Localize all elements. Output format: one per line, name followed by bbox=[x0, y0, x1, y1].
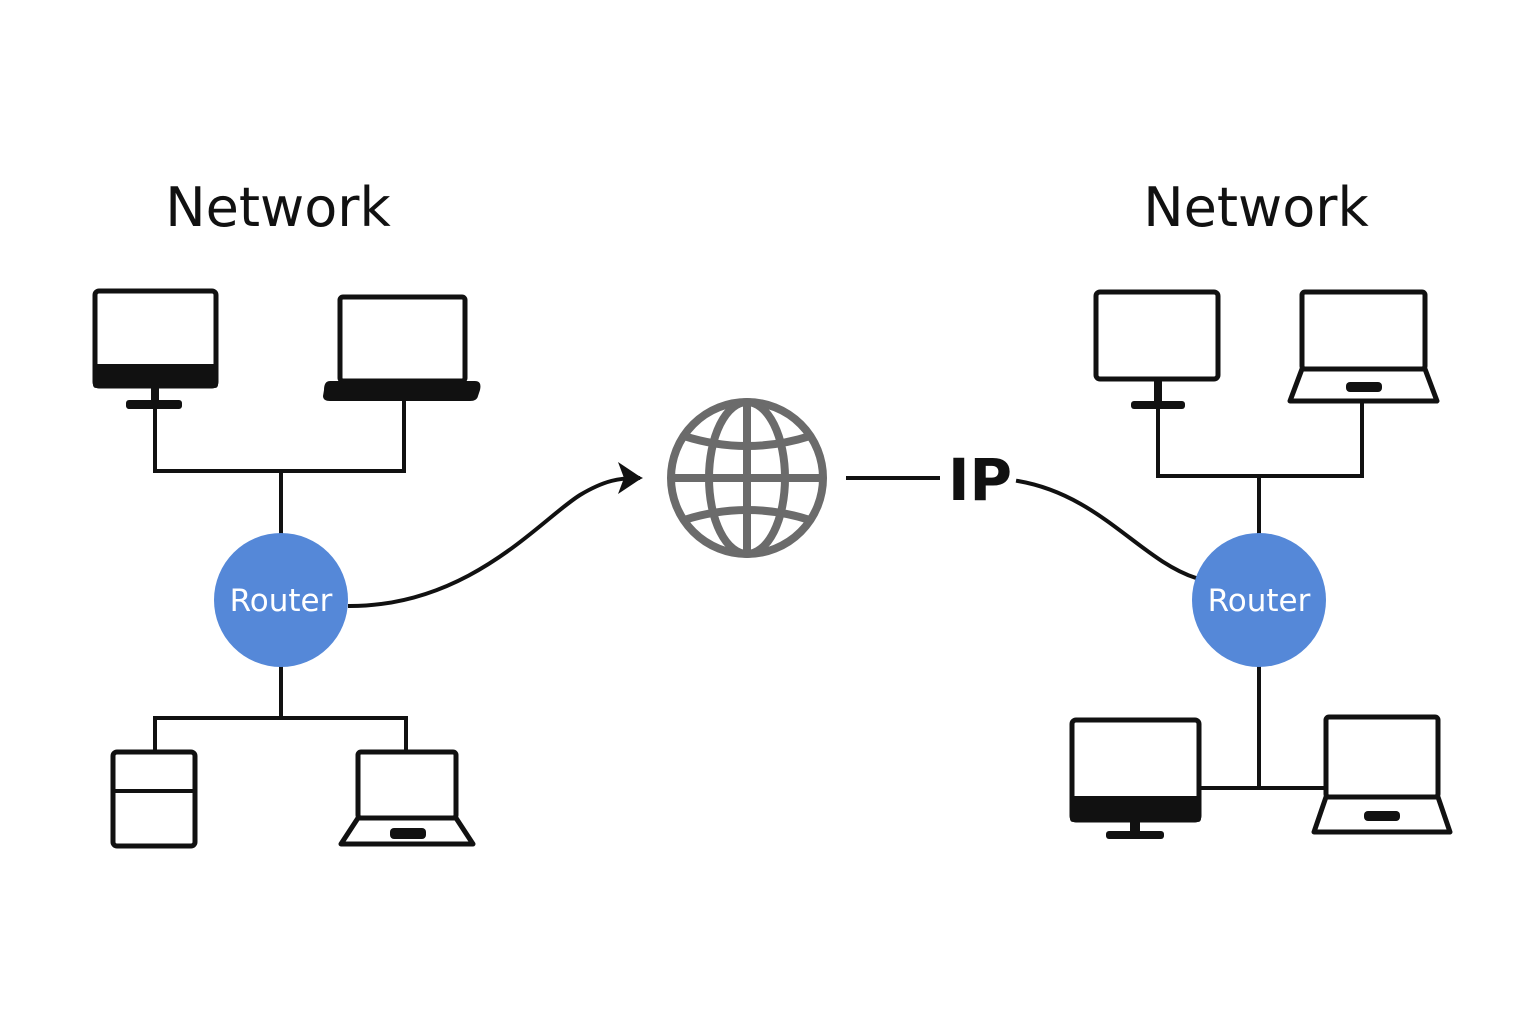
left-bottom-wire bbox=[153, 716, 408, 754]
internet: IP bbox=[347, 398, 1199, 609]
desktop-monitor-icon bbox=[1069, 717, 1202, 839]
outbound-link-arrow bbox=[347, 473, 643, 609]
right-router: Router bbox=[1192, 533, 1326, 667]
router-node bbox=[214, 533, 348, 667]
laptop-icon bbox=[1287, 289, 1440, 404]
router-node bbox=[1192, 533, 1326, 667]
left-network: Network bbox=[92, 176, 481, 849]
inbound-link bbox=[1015, 478, 1199, 581]
globe-icon bbox=[667, 398, 827, 558]
router-label: Router bbox=[230, 583, 333, 619]
laptop-icon bbox=[1311, 714, 1453, 835]
arrow-head bbox=[618, 462, 642, 494]
ip-label: IP bbox=[948, 446, 1012, 514]
left-router: Router bbox=[214, 533, 348, 667]
left-network-title: Network bbox=[165, 176, 391, 239]
right-network: Network bbox=[1069, 176, 1453, 839]
left-top-wire bbox=[153, 398, 406, 473]
laptop-icon bbox=[338, 749, 476, 847]
right-wires bbox=[1156, 378, 1364, 790]
right-network-title: Network bbox=[1143, 176, 1369, 239]
laptop-icon bbox=[323, 294, 481, 401]
router-label: Router bbox=[1208, 583, 1311, 619]
desktop-monitor-icon bbox=[92, 288, 219, 409]
desktop-monitor-icon bbox=[1093, 289, 1221, 409]
left-wires bbox=[153, 398, 408, 754]
server-tower-icon bbox=[110, 749, 198, 849]
